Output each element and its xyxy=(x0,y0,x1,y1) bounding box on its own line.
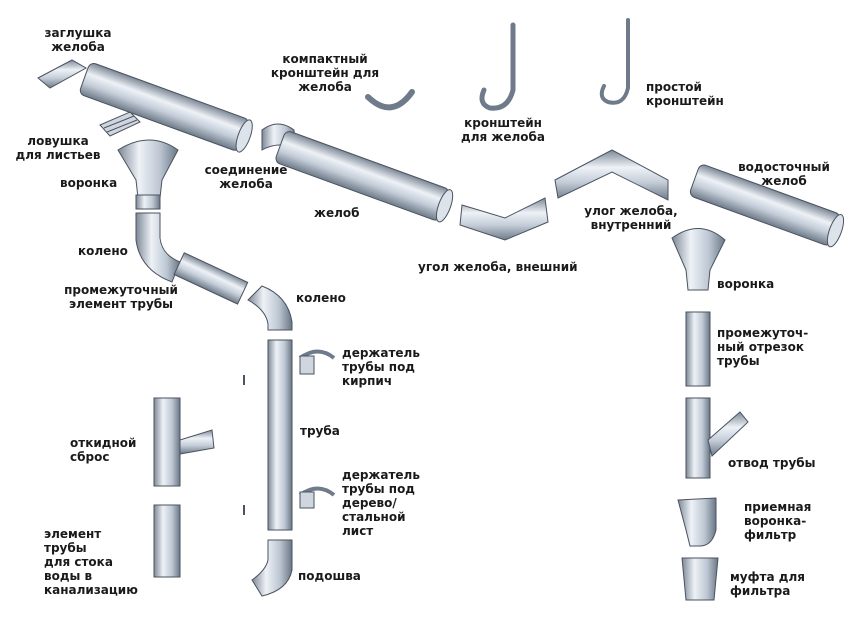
label-filter-coupling: муфта для фильтра xyxy=(730,570,805,598)
elbow-top-part xyxy=(135,212,181,283)
label-compact-bracket: компактный кронштейн для желоба xyxy=(270,52,380,94)
filter-coupling-part xyxy=(681,557,719,601)
label-elbow-top: колено xyxy=(78,244,128,258)
label-gutter-bracket: кронштейн для желоба xyxy=(461,116,545,144)
label-gutter: желоб xyxy=(314,206,360,220)
label-outer-corner: угол желоба, внешний xyxy=(418,260,578,274)
gutter-right-part xyxy=(689,164,845,248)
gutter-left-part xyxy=(79,63,253,153)
label-shoe: подошва xyxy=(298,569,361,583)
funnel-left-part xyxy=(117,139,179,199)
gutter-cap-part xyxy=(37,59,88,89)
compact-bracket-part xyxy=(365,89,415,111)
label-drain-gutter: водосточный желоб xyxy=(738,160,830,188)
inner-corner-part xyxy=(554,149,669,201)
simple-bracket-part xyxy=(599,18,630,105)
label-intermediate-segment: промежуточ- ный отрезок трубы xyxy=(717,326,809,368)
label-flap-drop: откидной сброс xyxy=(70,436,137,464)
elbow-mid-part xyxy=(247,285,293,331)
gutter-bracket-part xyxy=(479,22,516,111)
label-brick-holder: держатель трубы под кирпич xyxy=(342,346,420,388)
label-sewer-pipe: элемент трубы для стока воды в канализац… xyxy=(44,527,138,597)
shoe-part xyxy=(251,539,293,597)
flap-drop-part xyxy=(153,397,215,487)
filter-funnel-part xyxy=(677,497,717,547)
brick-holder-part xyxy=(298,349,336,375)
label-simple-bracket: простой кронштейн xyxy=(646,80,724,108)
pipe-branch-part xyxy=(685,397,749,479)
intermediate-segment-part xyxy=(685,311,711,387)
label-pipe: труба xyxy=(300,424,340,438)
label-gutter-connector: соединение желоба xyxy=(204,163,288,191)
leaf-trap-part xyxy=(99,111,141,137)
label-wood-holder: держатель трубы под дерево/ стальной лис… xyxy=(342,468,420,538)
funnel-left-neck xyxy=(135,194,161,210)
label-intermediate-pipe: промежуточный элемент трубы xyxy=(64,283,178,311)
label-pipe-branch: отвод трубы xyxy=(728,456,816,470)
gutter-center-part xyxy=(275,131,454,223)
main-pipe-part xyxy=(267,339,293,531)
label-gutter-cap: заглушка желоба xyxy=(44,26,112,54)
label-filter-funnel: приемная воронка- фильтр xyxy=(744,500,812,542)
label-elbow-mid: колено xyxy=(296,291,346,305)
label-funnel-right: воронка xyxy=(717,277,775,291)
sewer-pipe-part xyxy=(153,504,181,578)
label-inner-corner: улог желоба, внутренний xyxy=(584,204,678,232)
outer-corner-part xyxy=(459,197,549,241)
intermediate-pipe-part xyxy=(173,252,249,305)
wood-holder-part xyxy=(298,486,336,509)
label-leaf-trap: ловушка для листьев xyxy=(15,134,101,162)
label-funnel-left: воронка xyxy=(60,176,118,190)
funnel-right-part xyxy=(671,228,726,291)
